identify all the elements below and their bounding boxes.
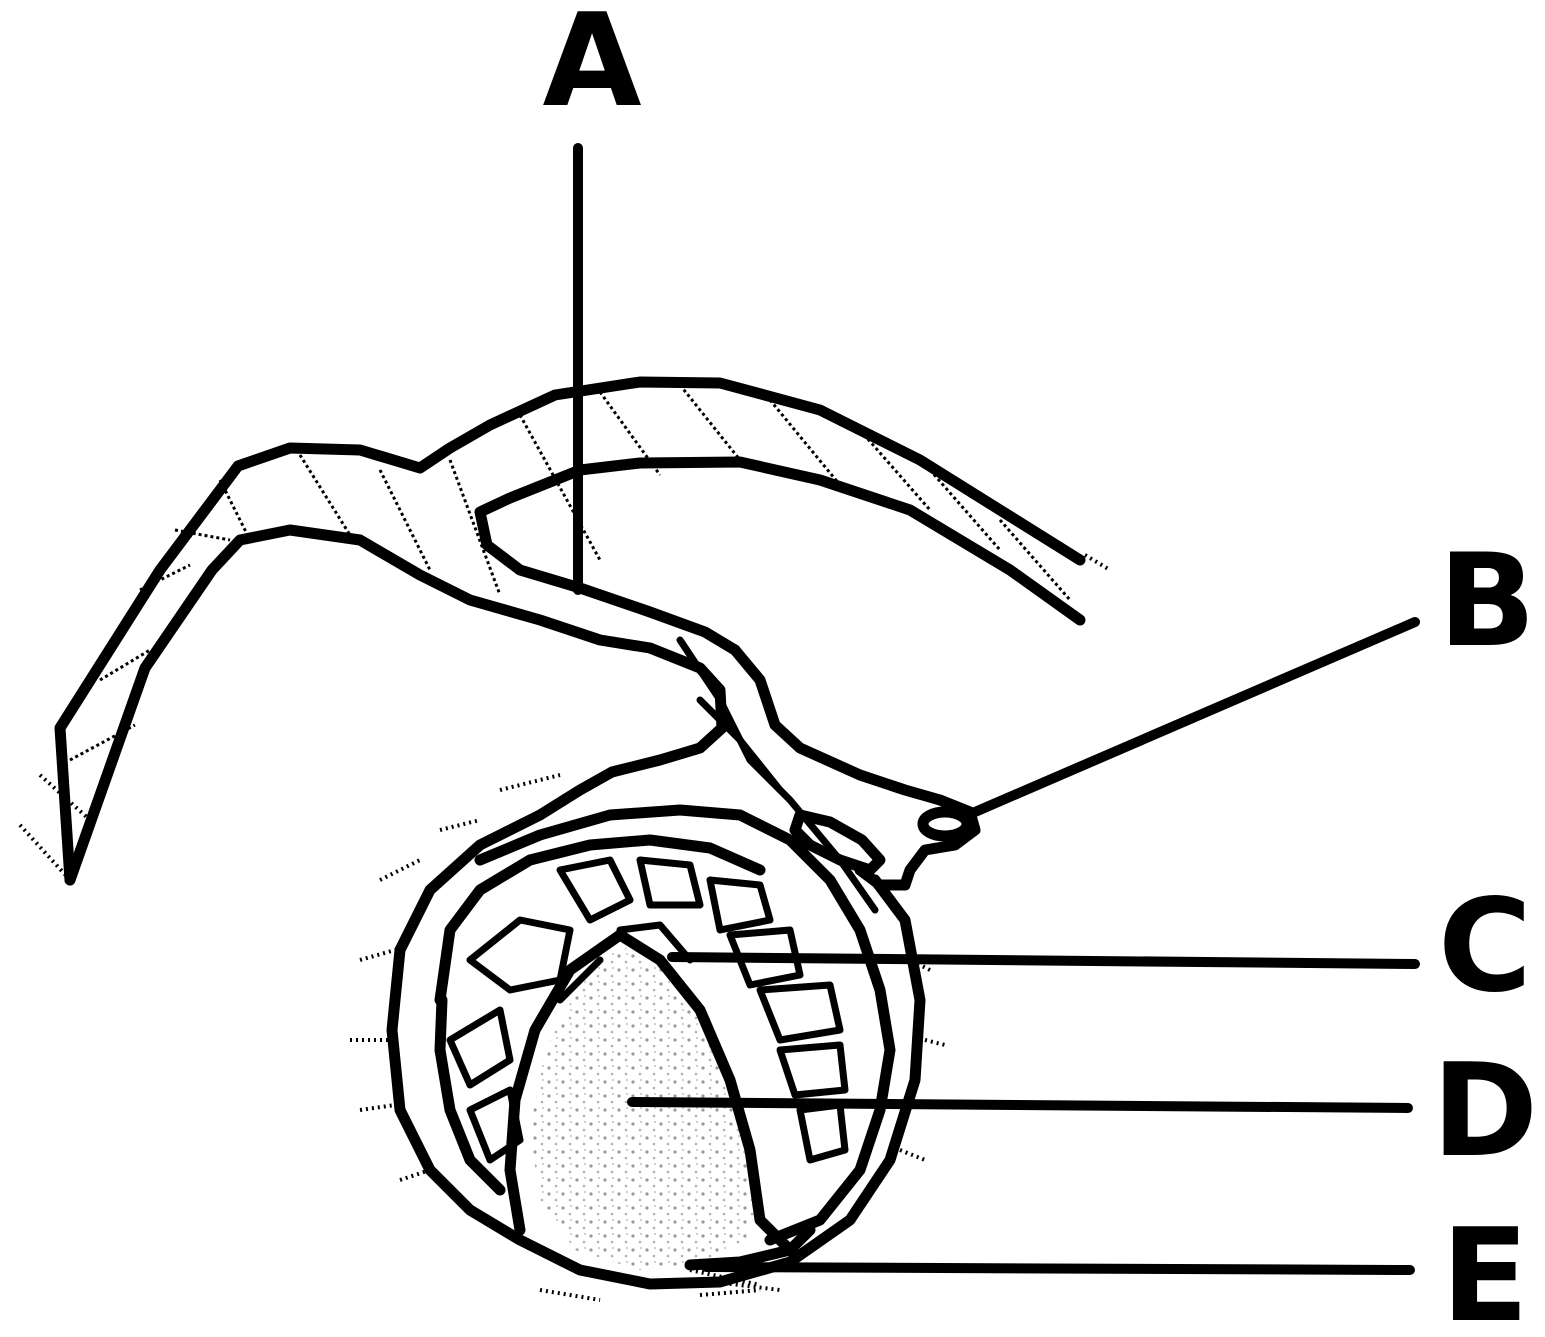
leader-line-e [701,1262,1415,1275]
ovule-body [350,773,946,1302]
label-b: B [1438,527,1536,676]
label-c: C [1438,872,1532,1021]
label-a: A [542,0,641,136]
labels: A B C D E [542,0,1538,1337]
funiculus [534,636,946,914]
leader-line-b [970,617,1420,817]
leader-line-d [627,1097,1413,1113]
label-d: D [1432,1037,1538,1186]
label-e: E [1441,1202,1528,1337]
ovary-wall-band [18,376,1112,886]
leader-line-c [667,952,1420,969]
leader-lines [573,143,1420,1275]
embryo-sac [504,929,796,1270]
micropyle-region [789,794,981,891]
